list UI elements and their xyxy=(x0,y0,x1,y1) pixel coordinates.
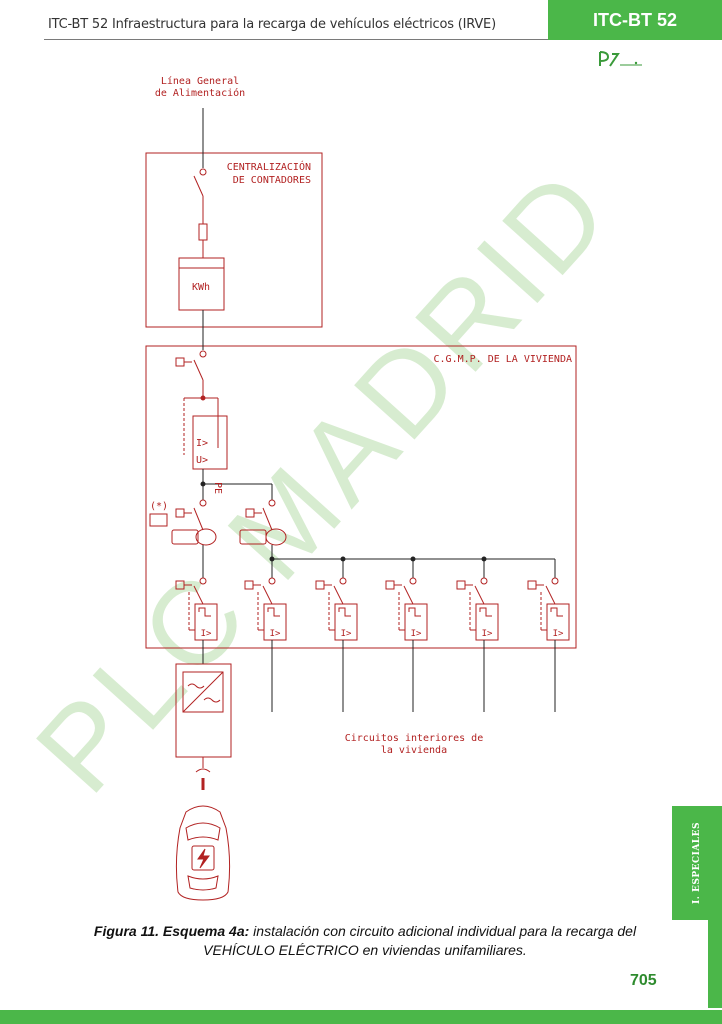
section-side-tab: I. ESPECIALES xyxy=(672,806,722,920)
circuit-breaker-5: I> xyxy=(456,577,499,641)
electric-vehicle-icon xyxy=(175,805,231,901)
logo-icon xyxy=(599,51,642,67)
wiring-diagram: PLC MADRID xyxy=(11,75,636,901)
supply-label-1: Línea General xyxy=(161,75,239,87)
circuit-breaker-4: I> xyxy=(385,577,428,641)
side-stripe xyxy=(708,920,722,1008)
breaker-mark-5: I> xyxy=(482,629,493,639)
pe-mark: PE xyxy=(212,482,223,494)
circuit-breaker-3: I> xyxy=(315,577,358,641)
meter-centralization-box xyxy=(145,152,323,328)
page-number: 705 xyxy=(630,972,657,989)
breaker-mark-2: I> xyxy=(270,629,281,639)
overcurrent-mark: I> xyxy=(196,438,208,449)
caption-bold: Figura 11. Esquema 4a: xyxy=(93,923,250,939)
note-marker: (*) xyxy=(150,501,168,512)
supply-label-2: de Alimentación xyxy=(155,87,245,99)
breaker-mark-3: I> xyxy=(341,629,352,639)
cgmp-box xyxy=(145,345,577,649)
footer-bar xyxy=(0,1010,722,1024)
cgmp-label: C.G.M.P. DE LA VIVIENDA xyxy=(434,354,572,365)
meter-label: KWh xyxy=(192,282,210,293)
circuit-breaker-2: I> xyxy=(244,577,287,641)
circuits-label-2: la vivienda xyxy=(381,745,447,756)
section-badge: ITC-BT 52 xyxy=(548,0,722,40)
side-tab-label: I. ESPECIALES xyxy=(692,821,702,905)
figure-caption: Figura 11. Esquema 4a: instalación con c… xyxy=(60,922,670,960)
watermark-text: PLC MADRID xyxy=(11,144,636,818)
caption-text: instalación con circuito adicional indiv… xyxy=(249,923,637,939)
undervoltage-mark: U> xyxy=(196,455,208,466)
caption-line2: VEHÍCULO ELÉCTRICO en viviendas unifamil… xyxy=(203,942,527,958)
circuit-breaker-1: I> xyxy=(175,577,218,641)
main-protection-module xyxy=(192,415,228,470)
breaker-mark-4: I> xyxy=(411,629,422,639)
breaker-mark-6: I> xyxy=(553,629,564,639)
meter-box-label-2: DE CONTADORES xyxy=(233,175,311,186)
header-title: ITC-BT 52 Infraestructura para la recarg… xyxy=(48,17,496,32)
circuits-label-1: Circuitos interiores de xyxy=(345,733,483,744)
meter-box-label-1: CENTRALIZACIÓN xyxy=(227,160,311,173)
circuit-breaker-6: I> xyxy=(527,577,570,641)
breaker-mark-1: I> xyxy=(201,629,212,639)
header-divider xyxy=(44,39,550,40)
energy-meter xyxy=(178,257,225,311)
